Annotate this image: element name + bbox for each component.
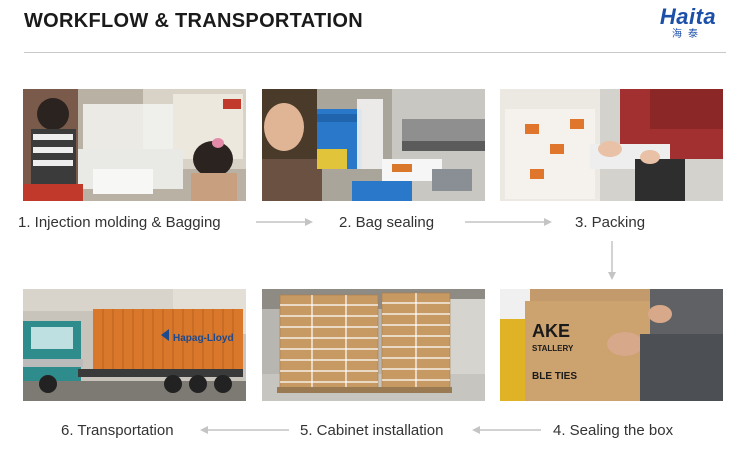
- injection-molding-bagging-photo: [23, 89, 246, 201]
- arrow-left-icon: [472, 426, 541, 434]
- bag-sealing-photo: [262, 89, 485, 201]
- brand-logo: Haita 海泰: [650, 5, 726, 41]
- step-label-1: 1. Injection molding & Bagging: [18, 214, 221, 231]
- box-print-text: AKE: [532, 321, 570, 341]
- logo-wordmark: Haita: [659, 4, 717, 29]
- transportation-photo: Hapag-Lloyd: [23, 289, 246, 401]
- sealing-box-photo: AKE STALLERY BLE TIES: [500, 289, 723, 401]
- step-label-4: 4. Sealing the box: [553, 422, 674, 439]
- box-print-text-3: BLE TIES: [532, 371, 577, 382]
- logo-chinese-text: 海泰: [672, 29, 704, 40]
- cabinet-installation-photo: [262, 289, 485, 401]
- box-print-text-2: STALLERY: [532, 344, 574, 353]
- header-divider: [24, 52, 726, 53]
- arrow-down-icon: [608, 241, 616, 280]
- arrow-left-icon: [200, 426, 289, 434]
- container-brand-text: Hapag-Lloyd: [173, 333, 234, 344]
- packing-photo: [500, 89, 723, 201]
- page-title: WORKFLOW & TRANSPORTATION: [24, 10, 363, 32]
- step-label-3: 3. Packing: [575, 214, 646, 231]
- step-label-2: 2. Bag sealing: [339, 214, 435, 231]
- step-label-5: 5. Cabinet installation: [300, 422, 444, 439]
- step-label-6: 6. Transportation: [61, 422, 174, 439]
- arrow-right-icon: [256, 218, 313, 226]
- arrow-right-icon: [465, 218, 552, 226]
